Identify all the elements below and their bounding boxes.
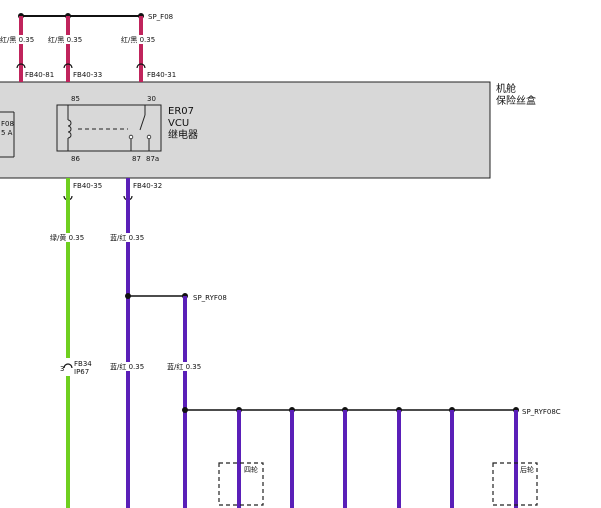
connector-fb40-81-symbol: [16, 63, 26, 69]
wire-label-bg-1: [0, 35, 38, 44]
splice-sp-f08-label: SP_F08: [148, 13, 173, 21]
option-box-right: [492, 462, 538, 506]
wire-label-bg-green: [48, 233, 88, 242]
connector-fb40-31-label: FB40-31: [147, 71, 176, 79]
relay-pin-30: 30: [147, 95, 156, 103]
wire-label-green-yellow: 绿/黄 0.35: [50, 233, 84, 242]
wire-label-red-black-1: 红/黑 0.35: [0, 35, 34, 44]
wire-label-blue-red-1: 蓝/红 0.35: [110, 233, 144, 242]
splice-sp-ryf08-label: SP_RYF08: [193, 294, 227, 302]
wire-label-blue-red-3: 蓝/红 0.35: [167, 362, 201, 371]
bus-ryf08c-junction-1: [182, 407, 188, 413]
fuse-box-body: [0, 81, 491, 179]
fuse-box-label-line1: 机舱: [496, 82, 516, 95]
relay-coil: [67, 119, 72, 139]
relay-pin-87: 87: [132, 155, 141, 163]
relay-desc: 继电器: [168, 128, 198, 141]
wire-label-bg-2: [47, 35, 87, 44]
option-box-left-label-bg: [241, 465, 261, 474]
relay-pin-85: 85: [71, 95, 80, 103]
relay-pin-86: 86: [71, 155, 80, 163]
wire-label-bg-blue1: [108, 233, 148, 242]
option-box-left: [218, 462, 264, 506]
connector-fb40-35-label: FB40-35: [73, 182, 102, 190]
relay-box: [56, 104, 162, 152]
wire-label-bg-3: [120, 35, 160, 44]
connector-fb40-31-symbol: [136, 63, 146, 69]
fuse-box-label-line2: 保险丝盒: [496, 94, 536, 107]
connector-fb34-label: FB34: [74, 360, 92, 368]
connector-fb34-pin: 3: [60, 365, 64, 373]
connector-fb34-bg: [60, 358, 100, 376]
connector-fb40-33-symbol: [63, 63, 73, 69]
relay-pin-87a: 87a: [146, 155, 159, 163]
wire-label-bg-blue2: [108, 362, 148, 371]
junction-ryf08-branch: [125, 293, 131, 299]
wire-label-red-black-2: 红/黑 0.35: [48, 35, 82, 44]
option-box-right-label-bg: [518, 465, 536, 474]
connector-ip67-label: IP67: [74, 368, 89, 376]
connector-fb40-81-label: FB40-81: [25, 71, 54, 79]
connector-fb34-symbol: [63, 363, 73, 369]
wire-label-red-black-3: 红/黑 0.35: [121, 35, 155, 44]
relay-sub: VCU: [168, 118, 189, 129]
connector-fb40-33-label: FB40-33: [73, 71, 102, 79]
connector-fb40-32-label: FB40-32: [133, 182, 162, 190]
relay-no-terminal: [128, 134, 134, 140]
fuse-name: F08: [1, 120, 14, 128]
option-box-right-label: 后轮: [520, 465, 534, 474]
relay-name: ER07: [168, 106, 194, 117]
wire-label-bg-blue3: [165, 362, 205, 371]
option-box-left-label: 四轮: [244, 465, 258, 474]
fuse-rating: 5 A: [1, 129, 13, 137]
relay-contact-arm: [139, 114, 146, 131]
wire-label-blue-red-2: 蓝/红 0.35: [110, 362, 144, 371]
splice-sp-ryf08c-label: SP_RYF08C: [522, 408, 561, 416]
relay-nc-terminal: [146, 134, 152, 140]
